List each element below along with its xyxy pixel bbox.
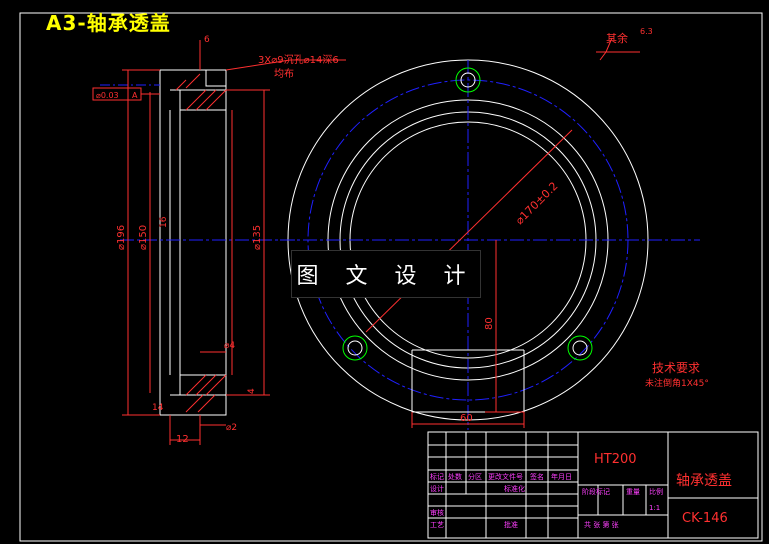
dim-d170: ⌀170±0.2	[513, 180, 561, 228]
surface-rest-note: 其余	[606, 31, 628, 45]
dim-4: 4	[247, 388, 257, 394]
tb-row-review: 审核	[430, 508, 444, 517]
drawing-frame	[19, 12, 763, 542]
dim-d2: ⌀2	[226, 423, 237, 433]
tb-scale: 比例	[649, 487, 663, 496]
front-dimensions	[365, 37, 640, 428]
section-outline	[160, 69, 227, 416]
title-block-grid	[427, 431, 759, 539]
dim-d196: ⌀196	[116, 225, 127, 250]
dim-6: 6	[204, 35, 210, 45]
tb-header-2: 分区	[468, 472, 482, 481]
datum-label: A	[132, 91, 138, 100]
tech-req-1: 未注倒角1X45°	[645, 377, 709, 389]
bottom-slot	[411, 350, 525, 413]
tb-header-0: 标记	[430, 472, 444, 481]
bolt-hole-right	[567, 335, 593, 361]
tb-sheets: 共 张 第 张	[584, 520, 619, 529]
tb-approve: 批准	[504, 520, 518, 529]
flatness-callout: ⌀0.03	[96, 91, 119, 100]
front-view	[280, 59, 700, 430]
dim-16: 16	[159, 216, 169, 228]
tb-header-3: 更改文件号	[488, 472, 523, 481]
tb-stage: 阶段标记	[582, 487, 610, 496]
drawing-number: CK-146	[682, 511, 728, 526]
dim-12: 12	[176, 434, 189, 445]
roughness-rest-value: 6.3	[640, 27, 653, 36]
hole-spec: 3X⌀9沉孔⌀14深6	[258, 53, 339, 66]
tech-req-title: 技术要求	[652, 361, 700, 375]
bolt-hole-left	[342, 335, 368, 361]
tb-std: 标准化	[504, 484, 525, 493]
tb-header-1: 处数	[448, 472, 462, 481]
dim-d150: ⌀150	[138, 225, 149, 250]
drawing-title: A3-轴承透盖	[46, 11, 171, 35]
tb-header-5: 年月日	[551, 472, 572, 481]
tb-weight: 重量	[626, 488, 640, 496]
bolt-hole-top	[455, 67, 481, 93]
tb-row-design: 设计	[430, 484, 444, 493]
dim-60: 60	[460, 413, 473, 424]
section-view	[100, 69, 300, 416]
dim-d135: ⌀135	[252, 225, 263, 250]
material-label: HT200	[594, 452, 637, 467]
tb-row-process: 工艺	[430, 521, 444, 529]
section-dimensions	[92, 40, 346, 445]
tb-scale-value: 1:1	[649, 504, 660, 512]
dim-80: 80	[484, 317, 495, 330]
hole-spec-2: 均布	[274, 68, 294, 80]
dim-d4: ⌀4	[224, 341, 235, 351]
dim-14: 14	[152, 403, 164, 413]
watermark-banner: 图 文 设 计	[291, 250, 481, 298]
section-hatching	[175, 73, 227, 413]
part-name: 轴承透盖	[676, 473, 732, 489]
tb-header-4: 签名	[530, 472, 544, 481]
